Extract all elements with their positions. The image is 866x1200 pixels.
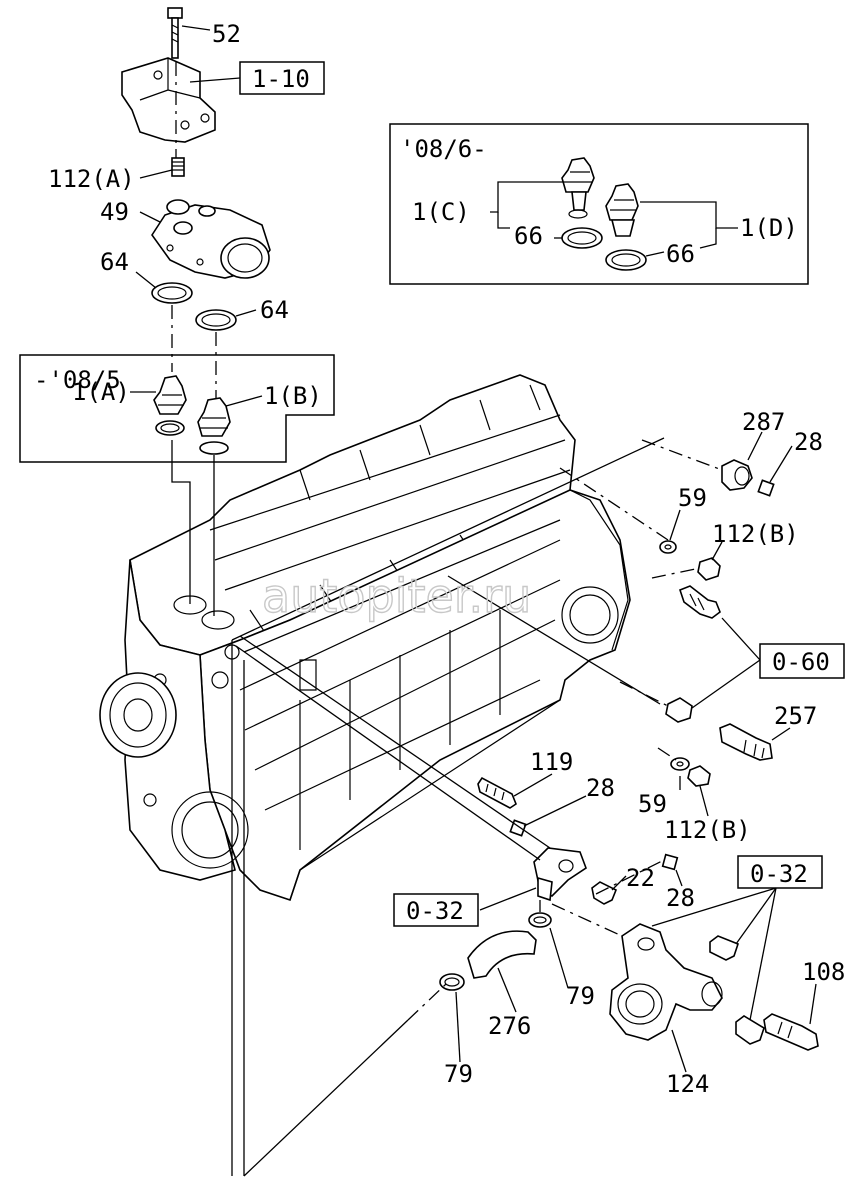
ref-box-1-10 bbox=[239, 61, 325, 95]
callout-0-60: 0-60 bbox=[772, 648, 830, 676]
plug-28-top bbox=[757, 479, 775, 497]
gasket-64-right bbox=[195, 309, 237, 331]
callout-1a: 1(A) bbox=[72, 378, 130, 406]
outlet-elbow bbox=[533, 847, 587, 902]
callout-66-left: 66 bbox=[514, 222, 543, 250]
callout-79-bottom: 79 bbox=[444, 1060, 473, 1088]
bolt-0-32-lower bbox=[735, 1015, 765, 1045]
callout-124: 124 bbox=[666, 1070, 709, 1098]
ref-box-0-32-right bbox=[737, 855, 823, 889]
water-outlet-124 bbox=[609, 923, 723, 1041]
callout-287: 287 bbox=[742, 408, 785, 436]
callout-257: 257 bbox=[774, 702, 817, 730]
washer-59-top bbox=[659, 540, 677, 554]
callout-112a: 112(A) bbox=[48, 165, 135, 193]
callout-1c: 1(C) bbox=[412, 198, 470, 226]
ref-box-0-60 bbox=[759, 643, 845, 679]
callout-0-32-left: 0-32 bbox=[406, 897, 464, 925]
bolt-22 bbox=[591, 881, 618, 905]
sensor-upper bbox=[679, 585, 721, 619]
center-lines bbox=[171, 62, 723, 1021]
callout-108: 108 bbox=[802, 958, 845, 986]
callout-28-bottom: 28 bbox=[666, 884, 695, 912]
callout-59-bottom: 59 bbox=[638, 790, 667, 818]
callout-1d: 1(D) bbox=[740, 214, 798, 242]
bracket-assembly bbox=[121, 7, 216, 177]
inset-period-new: '08/6- bbox=[400, 135, 487, 163]
callout-1-10: 1-10 bbox=[252, 65, 310, 93]
callout-64-left: 64 bbox=[100, 248, 129, 276]
callout-66-right: 66 bbox=[666, 240, 695, 268]
callout-79-mid: 79 bbox=[566, 982, 595, 1010]
plug-28-bottom bbox=[661, 853, 679, 871]
inset-period-old: -'08/5 bbox=[34, 366, 121, 394]
callout-119: 119 bbox=[530, 748, 573, 776]
washer-59-bottom bbox=[670, 757, 690, 771]
leader-lines bbox=[130, 25, 817, 1177]
engine-block bbox=[99, 374, 631, 902]
ref-box-0-32-left bbox=[393, 893, 479, 927]
callout-1b: 1(B) bbox=[264, 382, 322, 410]
callout-112b-top: 112(B) bbox=[712, 520, 799, 548]
inset-old-thermostats bbox=[19, 354, 335, 463]
callout-28-mid: 28 bbox=[586, 774, 615, 802]
bolt-0-32-upper bbox=[709, 935, 739, 961]
callout-49: 49 bbox=[100, 198, 129, 226]
callout-59-top: 59 bbox=[678, 484, 707, 512]
plug-112b-top bbox=[697, 557, 721, 581]
gasket-64-left bbox=[151, 282, 193, 304]
sensor-257 bbox=[719, 723, 773, 761]
callout-64-right: 64 bbox=[260, 296, 289, 324]
watermark-text: autopiter.ru bbox=[262, 569, 531, 623]
stud-119 bbox=[477, 776, 517, 809]
clamp-79-bottom bbox=[439, 973, 465, 991]
clamp-79-mid bbox=[528, 912, 552, 928]
hose-276 bbox=[467, 930, 537, 979]
callout-22: 22 bbox=[626, 864, 655, 892]
callout-28-top: 28 bbox=[794, 428, 823, 456]
part-287 bbox=[721, 459, 753, 491]
callout-0-32-right: 0-32 bbox=[750, 860, 808, 888]
callout-52: 52 bbox=[212, 20, 241, 48]
callout-112b-bottom: 112(B) bbox=[664, 816, 751, 844]
plug-112b-bottom bbox=[687, 765, 711, 787]
inset-new-thermostats bbox=[389, 123, 809, 285]
adapter-lower bbox=[665, 697, 693, 723]
thermostat-housing-49 bbox=[151, 199, 271, 279]
sensor-108 bbox=[763, 1013, 819, 1051]
callout-276: 276 bbox=[488, 1012, 531, 1040]
